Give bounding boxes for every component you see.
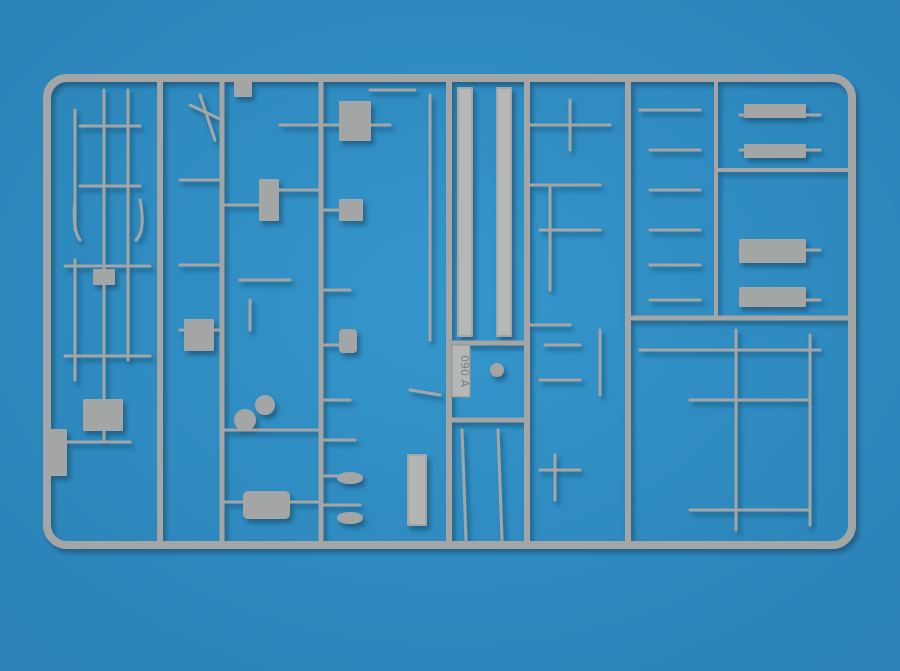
sprue-label-text: 090 A <box>458 355 471 387</box>
sprue-label-tag: 090 A <box>451 344 471 398</box>
panel-5-parts <box>525 98 612 502</box>
panel-2-parts <box>178 93 323 504</box>
right-parts <box>638 108 822 532</box>
sprue-frame <box>43 74 856 549</box>
left-parts <box>50 88 152 444</box>
